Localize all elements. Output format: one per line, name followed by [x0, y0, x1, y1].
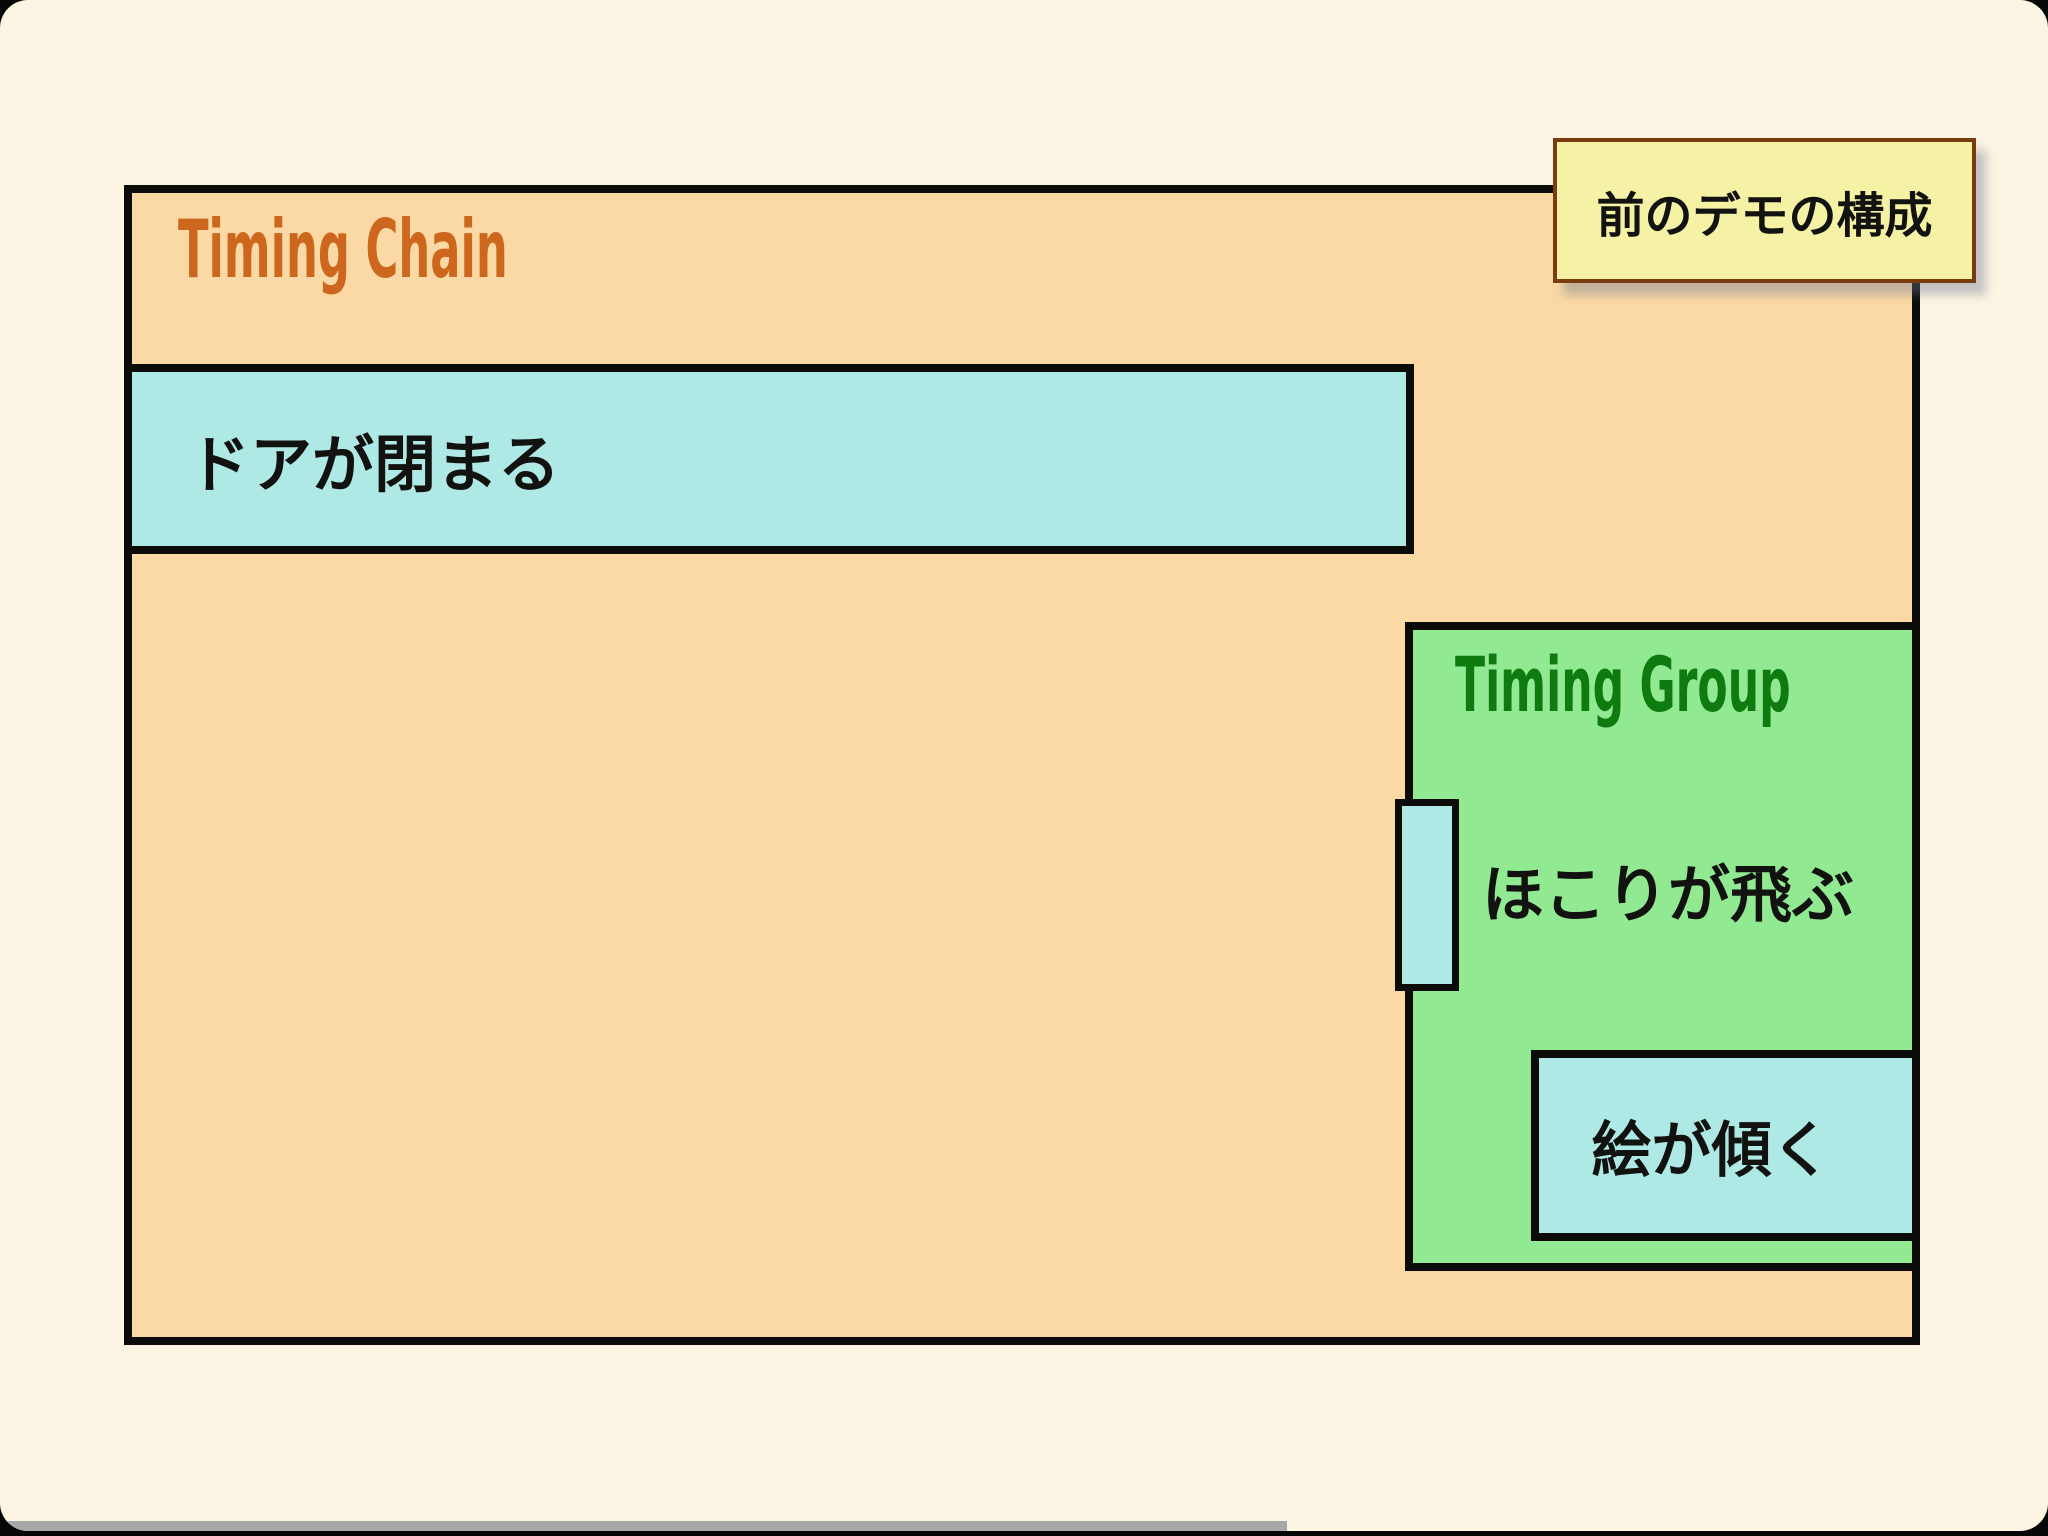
bar-door-closes: ドアが閉まる — [124, 364, 1414, 554]
timing-chain-title: Timing Chain — [178, 203, 508, 296]
timing-group-title: Timing Group — [1455, 640, 1791, 729]
annotation-note: 前のデモの構成 — [1553, 138, 1976, 283]
bar-picture-tilts-label: 絵が傾く — [1591, 1117, 1832, 1184]
bar-door-closes-label: ドアが閉まる — [188, 431, 561, 500]
bar-picture-tilts: 絵が傾く — [1531, 1050, 1920, 1241]
bar-dust-flies — [1395, 799, 1459, 991]
bar-dust-flies-label: ほこりが飛ぶ — [1482, 861, 1855, 930]
progress-bar[interactable] — [0, 1521, 1287, 1531]
annotation-note-label: 前のデモの構成 — [1596, 189, 1933, 243]
